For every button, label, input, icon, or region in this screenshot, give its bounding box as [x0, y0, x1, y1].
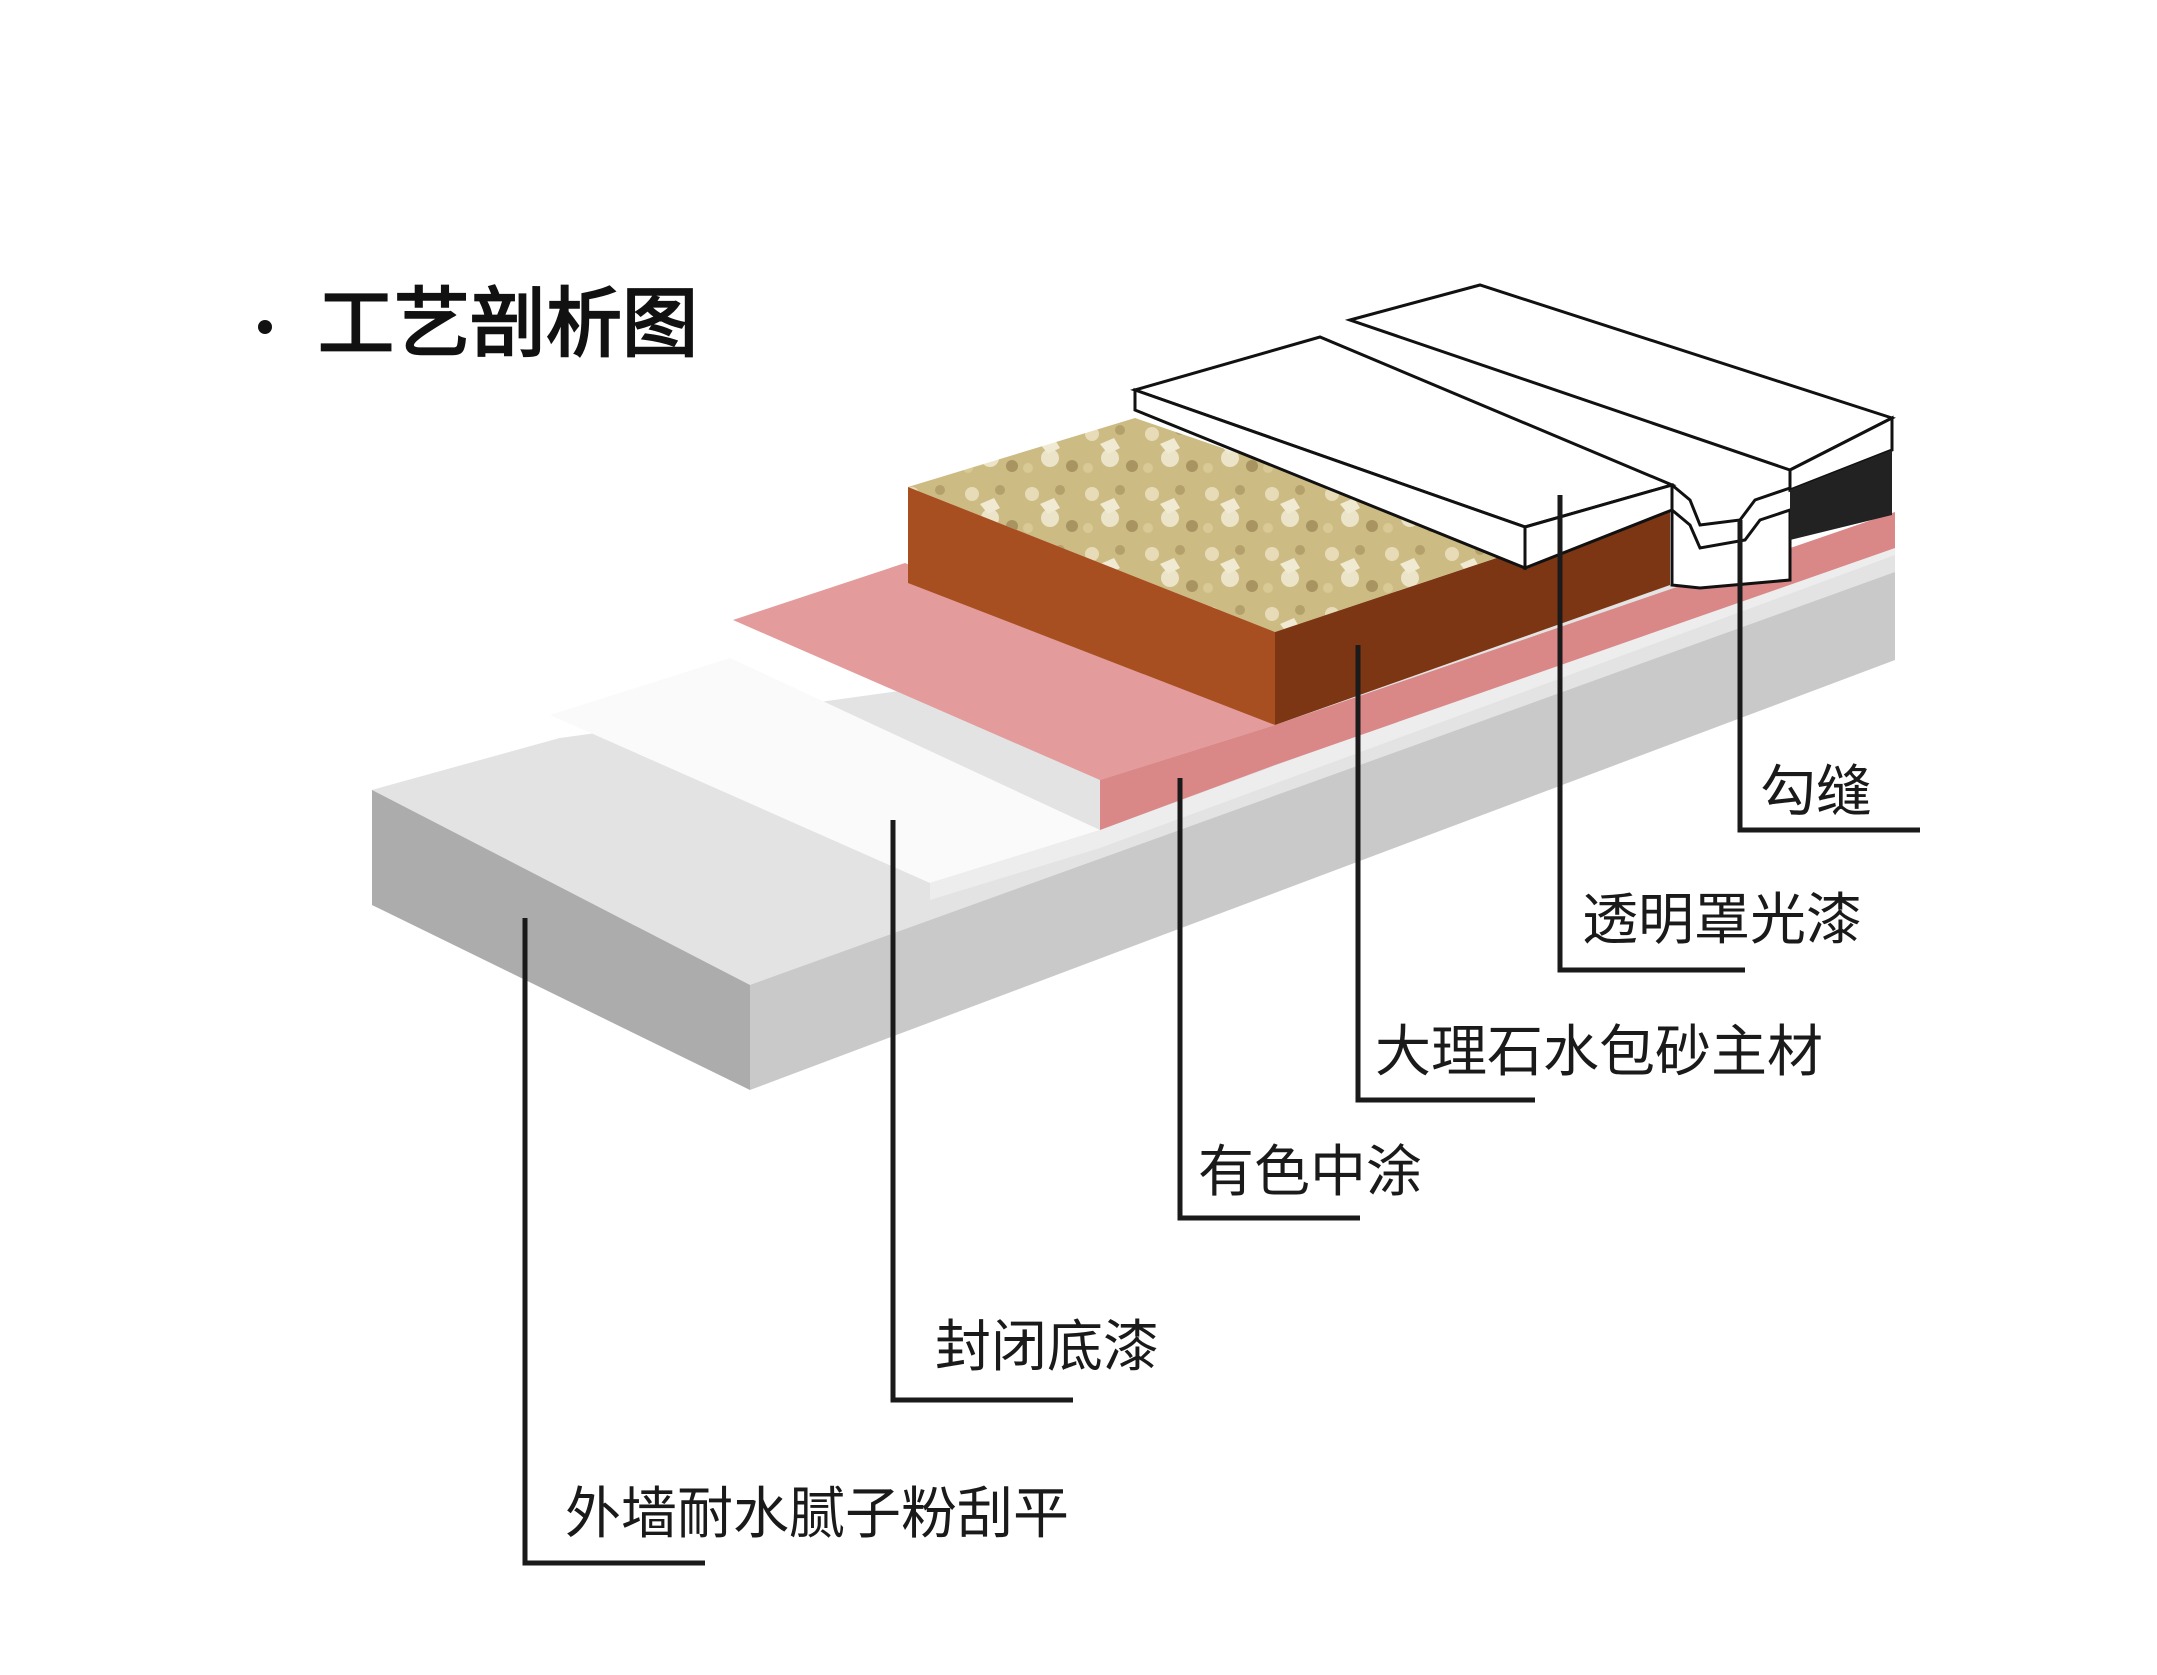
texture-layer-top	[908, 418, 1520, 632]
leader-gloss	[1557, 495, 1745, 973]
label-texture: 大理石水包砂主材	[1375, 1020, 1823, 1085]
putty-layer-front	[750, 572, 1895, 1090]
midcoat-layer-top	[733, 563, 1275, 780]
label-putty: 外墙耐水腻子粉刮平	[565, 1482, 1069, 1547]
texture-layer-side	[908, 487, 1275, 725]
putty-layer-side	[372, 790, 750, 1090]
label-midcoat: 有色中涂	[1198, 1140, 1422, 1205]
gloss-layer-left-side	[1133, 387, 1527, 571]
leader-groove	[1737, 520, 1920, 833]
leader-putty	[522, 918, 705, 1566]
leader-texture	[1355, 645, 1535, 1103]
title-bullet-icon	[258, 320, 272, 334]
texture-layer-front	[1275, 500, 1670, 725]
primer-layer-top	[550, 658, 1100, 883]
label-primer: 封闭底漆	[935, 1315, 1159, 1380]
groove-fill	[1670, 506, 1792, 590]
label-groove: 勾缝	[1760, 760, 1872, 825]
leader-midcoat	[1177, 778, 1360, 1221]
putty-layer-top-face	[372, 738, 1040, 985]
label-gloss: 透明罩光漆	[1582, 888, 1862, 953]
leader-lines	[522, 495, 1920, 1566]
primer-layer-front	[930, 830, 1100, 900]
gloss-layer-right-edge	[1790, 450, 1892, 540]
midcoat-layer-front	[1100, 725, 1275, 830]
groove-profile	[1671, 483, 1791, 527]
diagram-title: 工艺剖析图	[318, 279, 698, 368]
leader-primer	[890, 820, 1073, 1403]
